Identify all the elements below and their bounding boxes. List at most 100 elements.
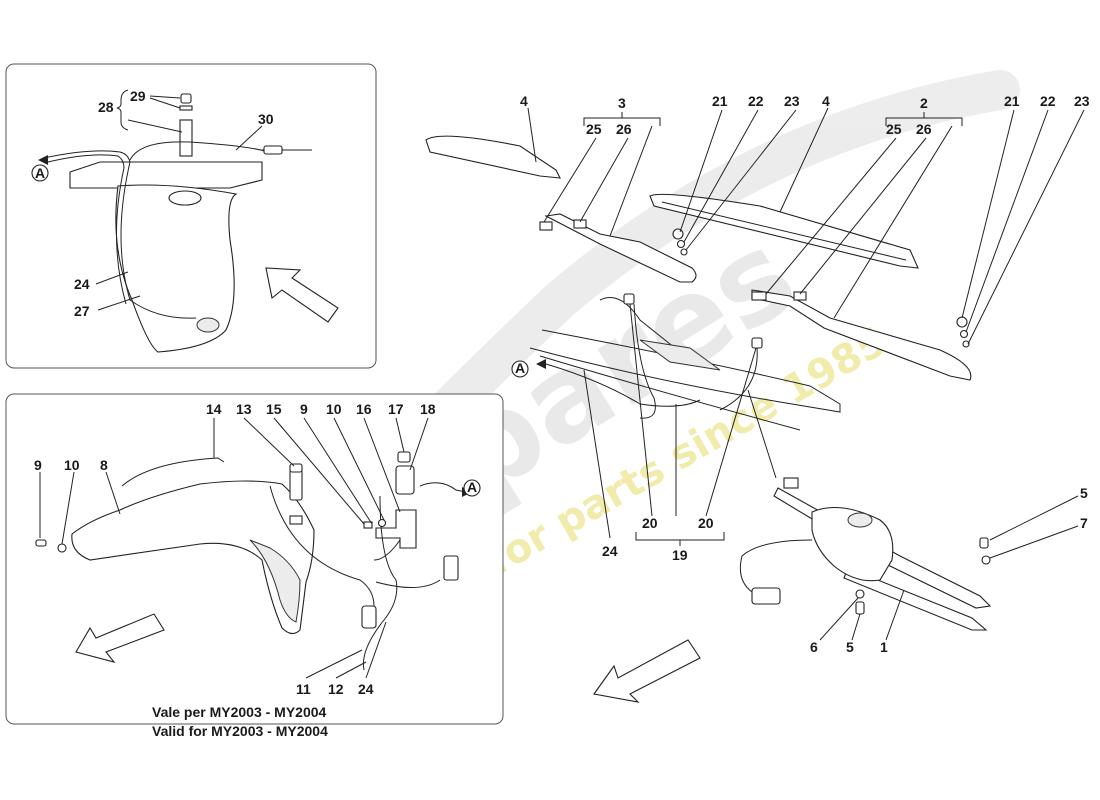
callout-2: 2 [920,95,928,111]
callout-7: 7 [1080,515,1088,531]
washer-7 [981,555,991,565]
hose-24 [362,495,398,671]
wiper-motor-cap [847,512,873,528]
callout-20-right: 20 [698,515,714,531]
hose-coupling [263,145,283,155]
callout-17: 17 [388,401,404,417]
nut-22-a [676,239,686,249]
callout-29: 29 [130,88,146,104]
callout-21-right: 21 [1004,93,1020,109]
direction-arrow-top-left [265,267,339,323]
callout-a-bottom-circle [463,479,481,497]
callout-1: 1 [880,639,888,655]
callout-20-left: 20 [642,515,658,531]
callout-a: A [35,165,45,181]
callout-21-left: 21 [712,93,728,109]
arm-3-clip-25 [539,221,553,231]
washer-jet-20-right [751,337,763,349]
arrow-a-main [536,359,546,369]
filler-washer [179,105,193,111]
screw-9 [35,539,47,547]
callout-26-left: 26 [616,121,632,137]
bottom-left-leaders [39,417,429,679]
nut-22-b [959,329,969,339]
bottom-left-inset-frame [5,393,504,725]
bracket-3 [583,112,661,126]
hose-top [129,141,269,161]
bolt-5-top [979,537,989,549]
callout-5-bottom: 5 [846,639,854,655]
bolt-5-bottom [855,601,865,615]
callout-4-left: 4 [520,93,528,109]
cowl-panel [529,297,841,431]
tee-valve [375,509,417,549]
callout-19: 19 [672,547,688,563]
clip-bottom [289,515,303,525]
callout-5-top: 5 [1080,485,1088,501]
callout-26-right: 26 [916,121,932,137]
arm-2-clip-26 [793,291,807,301]
cap-21-a [672,228,684,240]
reservoir-neck [168,190,202,206]
callout-15: 15 [266,401,282,417]
electric-plug [443,555,459,581]
washer-23-b [962,340,970,348]
callout-8: 8 [100,457,108,473]
callout-12: 12 [328,681,344,697]
wiper-motor [811,507,894,582]
filler-cap [180,93,192,104]
direction-arrow-main [593,639,701,703]
callout-13: 13 [236,401,252,417]
validity-note-italian: Vale per MY2003 - MY2004 [152,704,327,720]
washer-23-a [680,248,688,256]
callout-11: 11 [296,681,311,697]
connector-16 [395,465,415,495]
hose-14 [121,457,225,487]
pump-motor [361,605,377,629]
jet-hose-main [545,303,758,419]
callout-16: 16 [356,401,372,417]
motor-mount [783,477,799,489]
motor-wiring [739,539,813,593]
callout-10-right: 10 [326,401,342,417]
reservoir-plate [69,161,263,189]
callout-27: 27 [74,303,90,319]
bracket-19 [635,532,725,546]
washer-reservoir-tank [71,480,315,635]
callout-4-right: 4 [822,93,830,109]
washer-6 [855,589,865,599]
callout-18: 18 [420,401,436,417]
callout-23-left: 23 [784,93,800,109]
main-diagram: 4 3 25 26 21 22 23 4 2 25 26 21 22 23 A … [425,93,1090,703]
callout-a-top-left-circle [31,164,49,182]
callout-6: 6 [810,639,818,655]
arm-3-clip-26 [573,219,587,229]
callout-25-right: 25 [886,121,902,137]
hose-a [43,150,197,319]
cap-17 [397,451,411,463]
callout-a-bottom: A [467,479,477,495]
callout-24-bottom: 24 [358,681,374,697]
washer-10b [377,518,387,528]
top-left-inset: 28 29 30 A 24 27 [5,63,377,369]
callout-28: 28 [98,99,114,115]
bracket-2 [885,112,963,126]
wiper-blade-left [425,135,561,179]
cowl-grille [639,339,721,371]
callout-10-left: 10 [64,457,80,473]
callout-22-left: 22 [748,93,764,109]
filler-pump-13 [289,469,303,501]
filler-cap-13 [289,463,303,473]
callout-23-right: 23 [1074,93,1090,109]
callout-a-main: A [515,360,525,376]
tank-inner [249,539,301,623]
washer-jet-20-left [623,293,635,305]
callout-a-main-circle [511,360,529,378]
main-leaders [527,107,1085,641]
reservoir-bag [115,184,238,353]
hose-a-2 [47,154,127,305]
arm-2-clip-25 [751,291,767,301]
callout-3: 3 [618,95,626,111]
arrow-a-top-left [38,155,48,165]
